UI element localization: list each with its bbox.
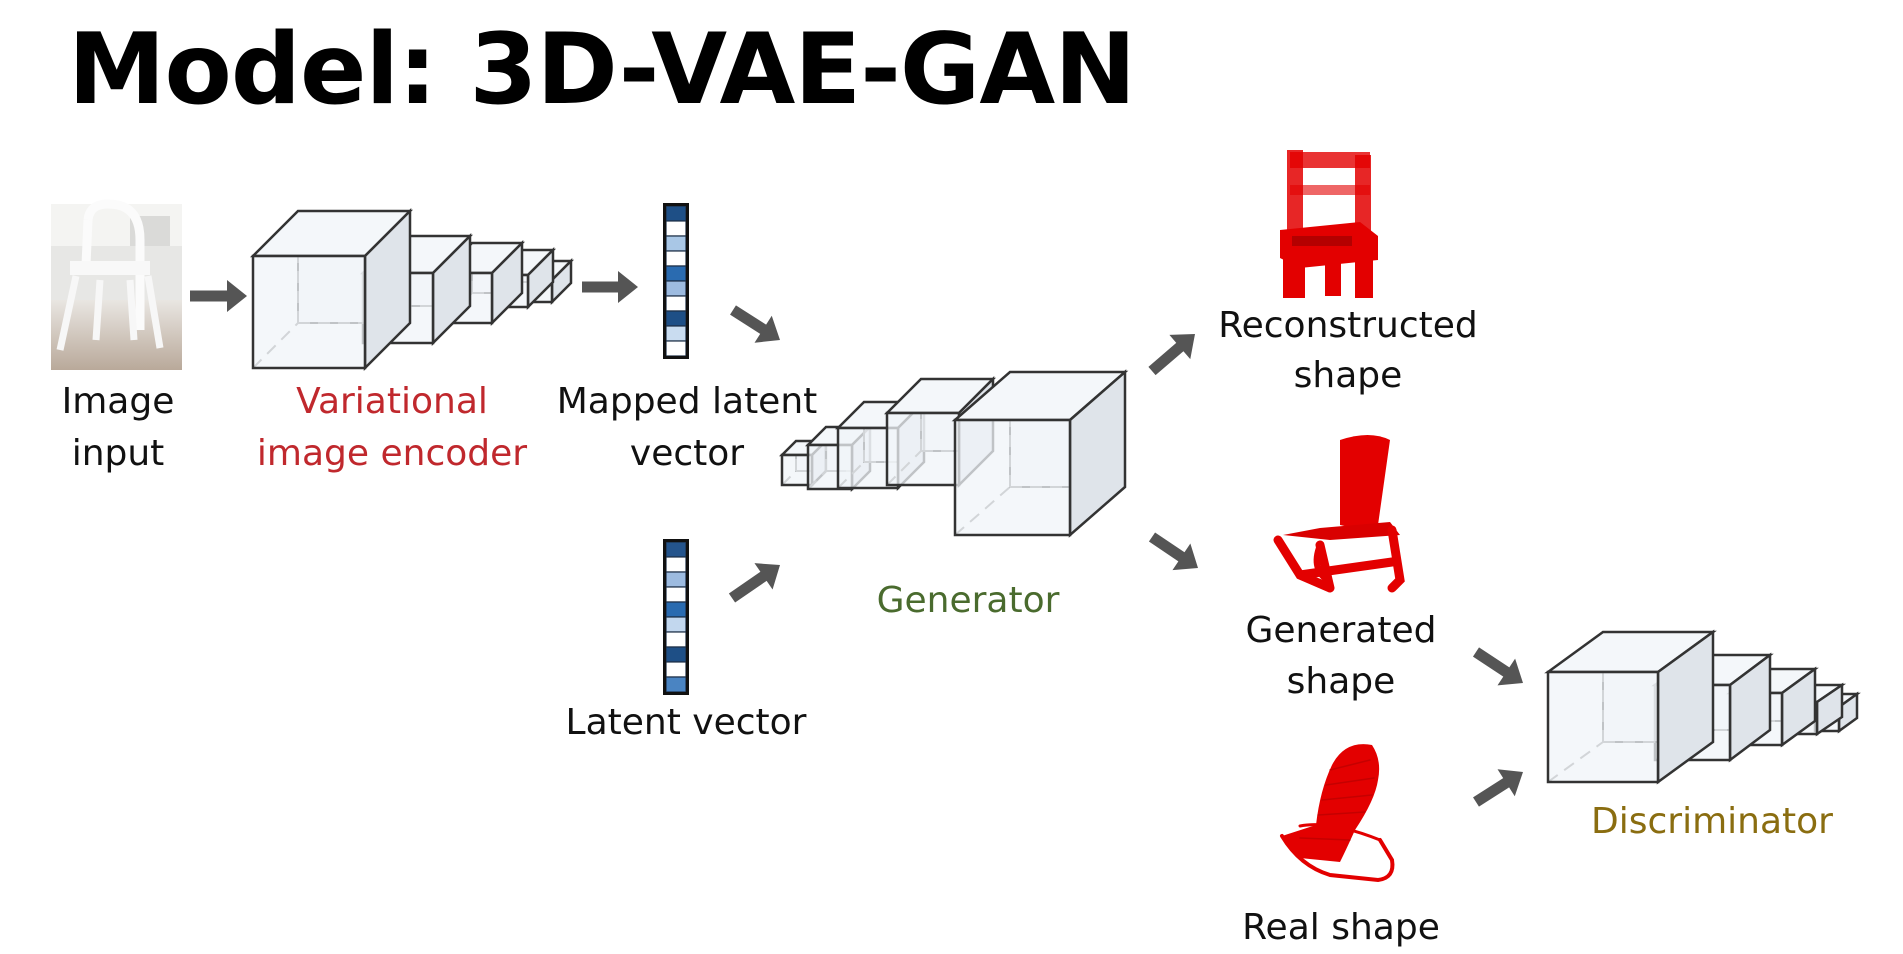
generated-shape-icon <box>1273 435 1405 593</box>
arrow-generator-to-reconstructed <box>1148 334 1195 376</box>
latent-cell <box>665 265 687 282</box>
latent-cell <box>665 310 687 327</box>
latent-cell <box>665 295 687 312</box>
flow-arrows <box>190 271 1524 807</box>
discriminator-label: Discriminator <box>1591 801 1833 842</box>
latent-vector-label: Latent vector <box>566 702 807 743</box>
latent-cell <box>665 646 687 663</box>
real-shape-label: Real shape <box>1242 907 1440 948</box>
discriminator-network-icon <box>1544 629 1861 785</box>
latent-vector-icon <box>663 539 689 695</box>
reconstructed-shape-icon <box>1280 150 1378 298</box>
latent-cell <box>665 616 687 633</box>
latent-cell <box>665 340 687 357</box>
generated-label-line1: Generated <box>1246 610 1437 651</box>
discriminator-layer-box <box>1544 629 1717 785</box>
mapped-latent-label-line1: Mapped latent <box>557 381 818 422</box>
latent-cell <box>665 571 687 588</box>
generator-network-icon <box>778 369 1129 538</box>
mapped-latent-vector-icon <box>663 203 689 359</box>
encoder-label-line1: Variational <box>296 381 488 422</box>
latent-cell <box>665 556 687 573</box>
latent-cell <box>665 601 687 618</box>
latent-cell <box>665 676 687 693</box>
arrow-real-to-discriminator <box>1473 769 1523 807</box>
encoder-label-line2: image encoder <box>257 433 527 474</box>
arrow-image-to-encoder <box>190 280 247 312</box>
reconstructed-label-line2: shape <box>1294 355 1403 396</box>
latent-cell <box>665 661 687 678</box>
generator-label: Generator <box>877 580 1060 621</box>
reconstructed-label-line1: Reconstructed <box>1218 305 1478 346</box>
arrow-generated-to-discriminator <box>1472 647 1524 686</box>
image-input-photo <box>51 199 182 370</box>
generated-label-line2: shape <box>1287 661 1396 702</box>
arrow-mapped-to-generator <box>730 305 780 343</box>
latent-cell <box>665 325 687 342</box>
image-input-label-line2: input <box>72 433 165 474</box>
labels: Image input Variational image encoder Ma… <box>62 305 1834 948</box>
latent-cell <box>665 586 687 603</box>
encoder-network-icon <box>249 207 575 372</box>
latent-cell <box>665 235 687 252</box>
mapped-latent-label-line2: vector <box>630 433 744 474</box>
real-shape-icon <box>1280 744 1395 883</box>
arrow-latent-to-generator <box>728 563 781 603</box>
image-input-label-line1: Image <box>62 381 175 422</box>
arrow-encoder-to-mapped <box>582 271 638 303</box>
latent-cell <box>665 541 687 558</box>
latent-cell <box>665 631 687 648</box>
arrow-generator-to-generated <box>1148 532 1198 571</box>
encoder-layer-box <box>249 207 414 372</box>
latent-cell <box>665 250 687 267</box>
latent-cell <box>665 220 687 237</box>
latent-cell <box>665 280 687 297</box>
latent-cell <box>665 205 687 222</box>
generator-layer-box <box>951 369 1129 538</box>
page-title: Model: 3D-VAE-GAN <box>68 13 1136 127</box>
